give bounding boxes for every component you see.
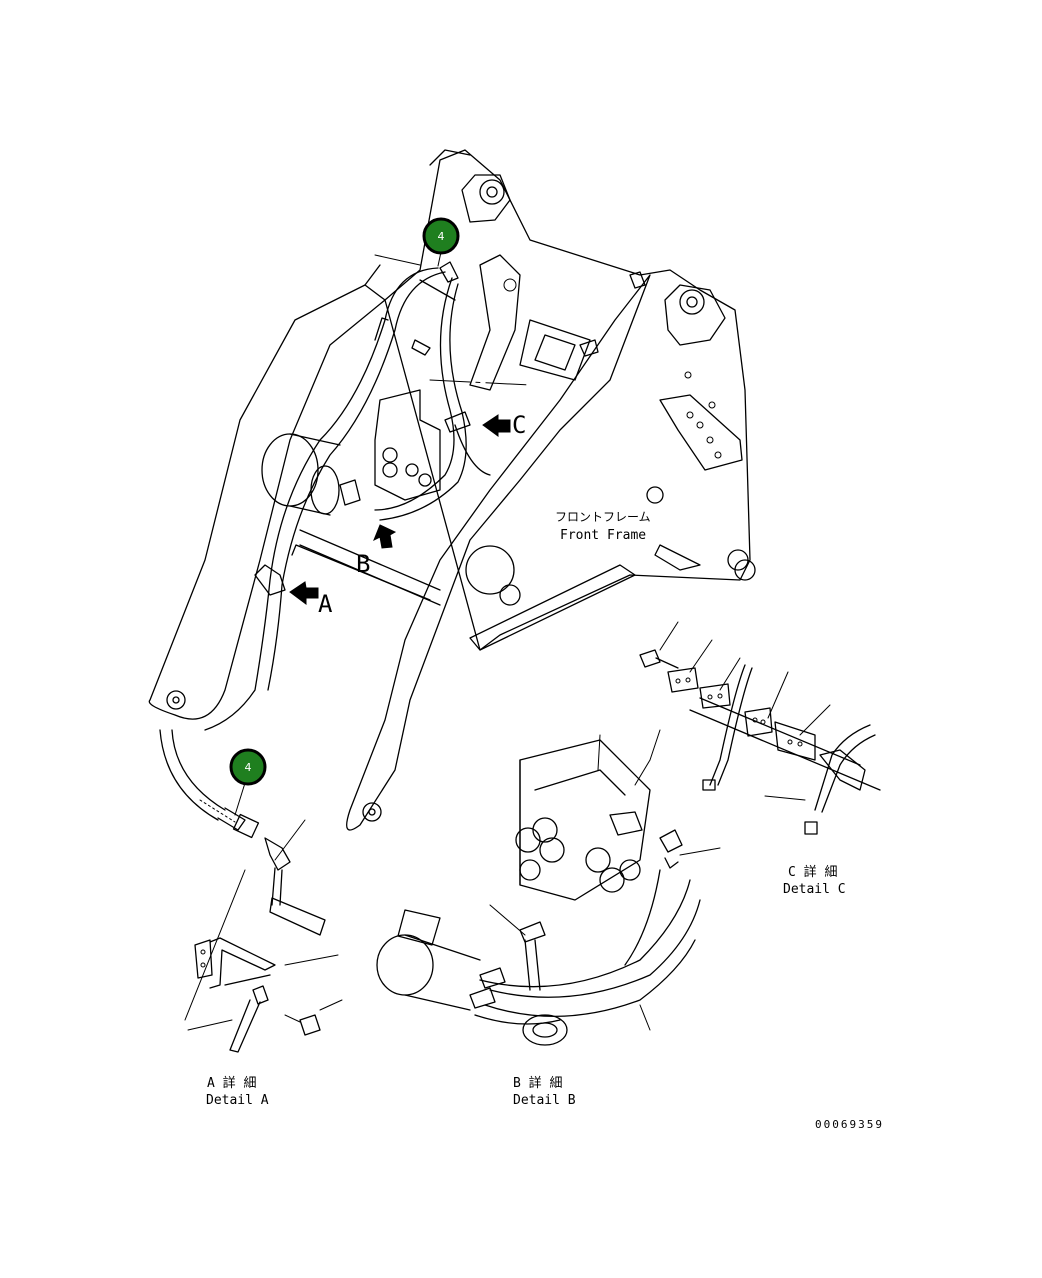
detail-b-drawing (376, 734, 721, 1046)
view-arrow-b (373, 524, 397, 549)
callout-4-top-number: 4 (438, 230, 445, 243)
view-marker-a: A (318, 590, 333, 618)
front-frame-body (148, 149, 756, 831)
detail-a-label-en: Detail A (206, 1093, 269, 1108)
detail-c-label-en: Detail C (783, 882, 846, 897)
detail-a-label-jp: A 詳 細 (207, 1075, 256, 1091)
detail-b-label-en: Detail B (513, 1093, 576, 1108)
view-arrow-a (289, 581, 319, 605)
drawing-number: 00069359 (815, 1118, 884, 1131)
callout-4-top[interactable]: 4 (422, 217, 460, 267)
detail-c-drawing (639, 621, 881, 835)
view-arrow-c (482, 414, 511, 437)
hose-lines (204, 267, 491, 731)
detail-c-label-jp: C 詳 細 (788, 864, 837, 880)
front-frame-label-jp: フロントフレーム (555, 510, 651, 524)
callout-4-lower[interactable]: 4 (229, 748, 267, 816)
view-marker-b: B (356, 550, 370, 578)
valve-block (254, 261, 646, 596)
view-marker-c: C (512, 411, 526, 439)
callout-4-lower-number: 4 (245, 761, 252, 774)
front-frame-label-en: Front Frame (560, 528, 646, 543)
detail-b-label-jp: B 詳 細 (513, 1075, 562, 1091)
detail-a-drawing (159, 729, 343, 1053)
